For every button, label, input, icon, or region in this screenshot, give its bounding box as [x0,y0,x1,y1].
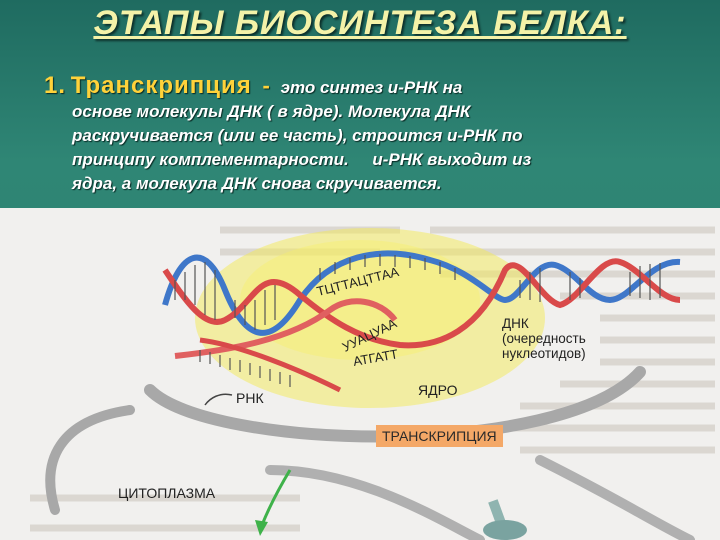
transcription-figure: ТЦТТАЦТТАА УУАЦУАА АТГАТТ ДНК (очереднос… [0,208,720,540]
definition-line-3: раскручивается (или ее часть), строится … [72,126,523,145]
item-dash: - [262,73,270,98]
definition-line-5: ядра, а молекула ДНК снова скручивается. [72,174,442,193]
green-arrow [260,469,292,526]
transcription-diagram: ТЦТТАЦТТАА УУАЦУАА АТГАТТ [30,226,715,540]
dna-label: ДНК (очередность нуклеотидов) [502,316,632,361]
cytoplasm-label: ЦИТОПЛАЗМА [118,485,216,501]
transcription-tag: ТРАНСКРИПЦИЯ [376,425,503,447]
nucleus-label: ЯДРО [418,382,458,398]
definition-line-1: 1. Транскрипция - это синтез и-РНК на [44,74,686,100]
dna-label-line-3: нуклеотидов) [502,346,586,361]
item-term: Транскрипция [70,72,252,99]
dna-blue-strand [162,250,681,336]
dna-label-line-2: (очередность [502,331,586,346]
item-number: 1. [44,72,67,99]
definition-text: 1. Транскрипция - это синтез и-РНК на ос… [44,74,686,196]
rna-strand [174,298,398,359]
slide-title: ЭТАПЫ БИОСИНТЕЗА БЕЛКА: [93,4,627,42]
rna-label: РНК [236,390,264,406]
dna-red-strand [162,258,681,349]
definition-line-1-text: это синтез и-РНК на [280,78,463,97]
definition-line-2: основе молекулы ДНК ( в ядре). Молекула … [72,102,471,121]
dna-label-line-1: ДНК [502,316,529,331]
definition-line-4: принципу комплементарности. и-РНК выходи… [72,150,532,169]
ribosome-icon [483,499,527,540]
